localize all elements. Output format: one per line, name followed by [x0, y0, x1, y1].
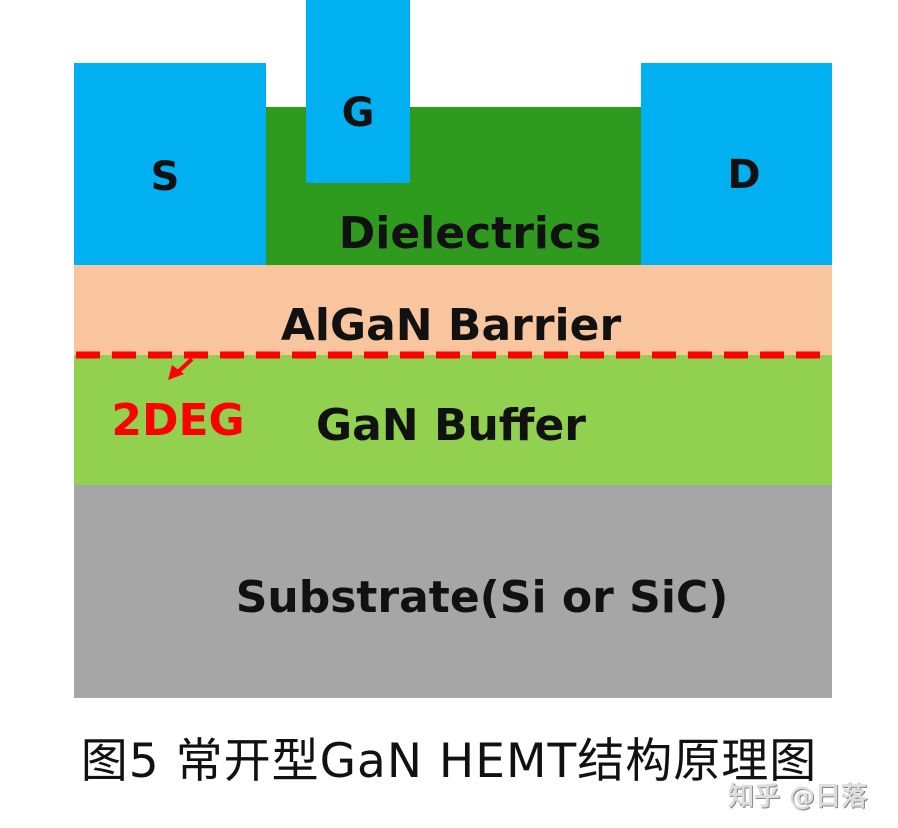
- gate-label: G: [342, 90, 375, 136]
- channel-label: 2DEG: [111, 395, 244, 446]
- barrier-label: AlGaN Barrier: [281, 300, 622, 351]
- watermark: 知乎 @日落: [728, 782, 868, 812]
- dielectrics-label: Dielectrics: [339, 208, 602, 259]
- source-label: S: [151, 154, 180, 200]
- drain-label: D: [727, 152, 760, 198]
- buffer-label: GaN Buffer: [316, 400, 586, 451]
- source-electrode: [74, 63, 266, 265]
- figure-caption: 图5 常开型GaN HEMT结构原理图: [80, 734, 818, 789]
- gate-electrode: [306, 0, 410, 183]
- substrate-layer: [74, 485, 832, 698]
- 2deg-arrow-icon: [168, 357, 194, 380]
- algan-barrier-layer: [74, 265, 832, 355]
- gan-buffer-layer: [74, 355, 832, 485]
- substrate-label: Substrate(Si or SiC): [236, 572, 729, 623]
- drain-electrode: [641, 63, 832, 265]
